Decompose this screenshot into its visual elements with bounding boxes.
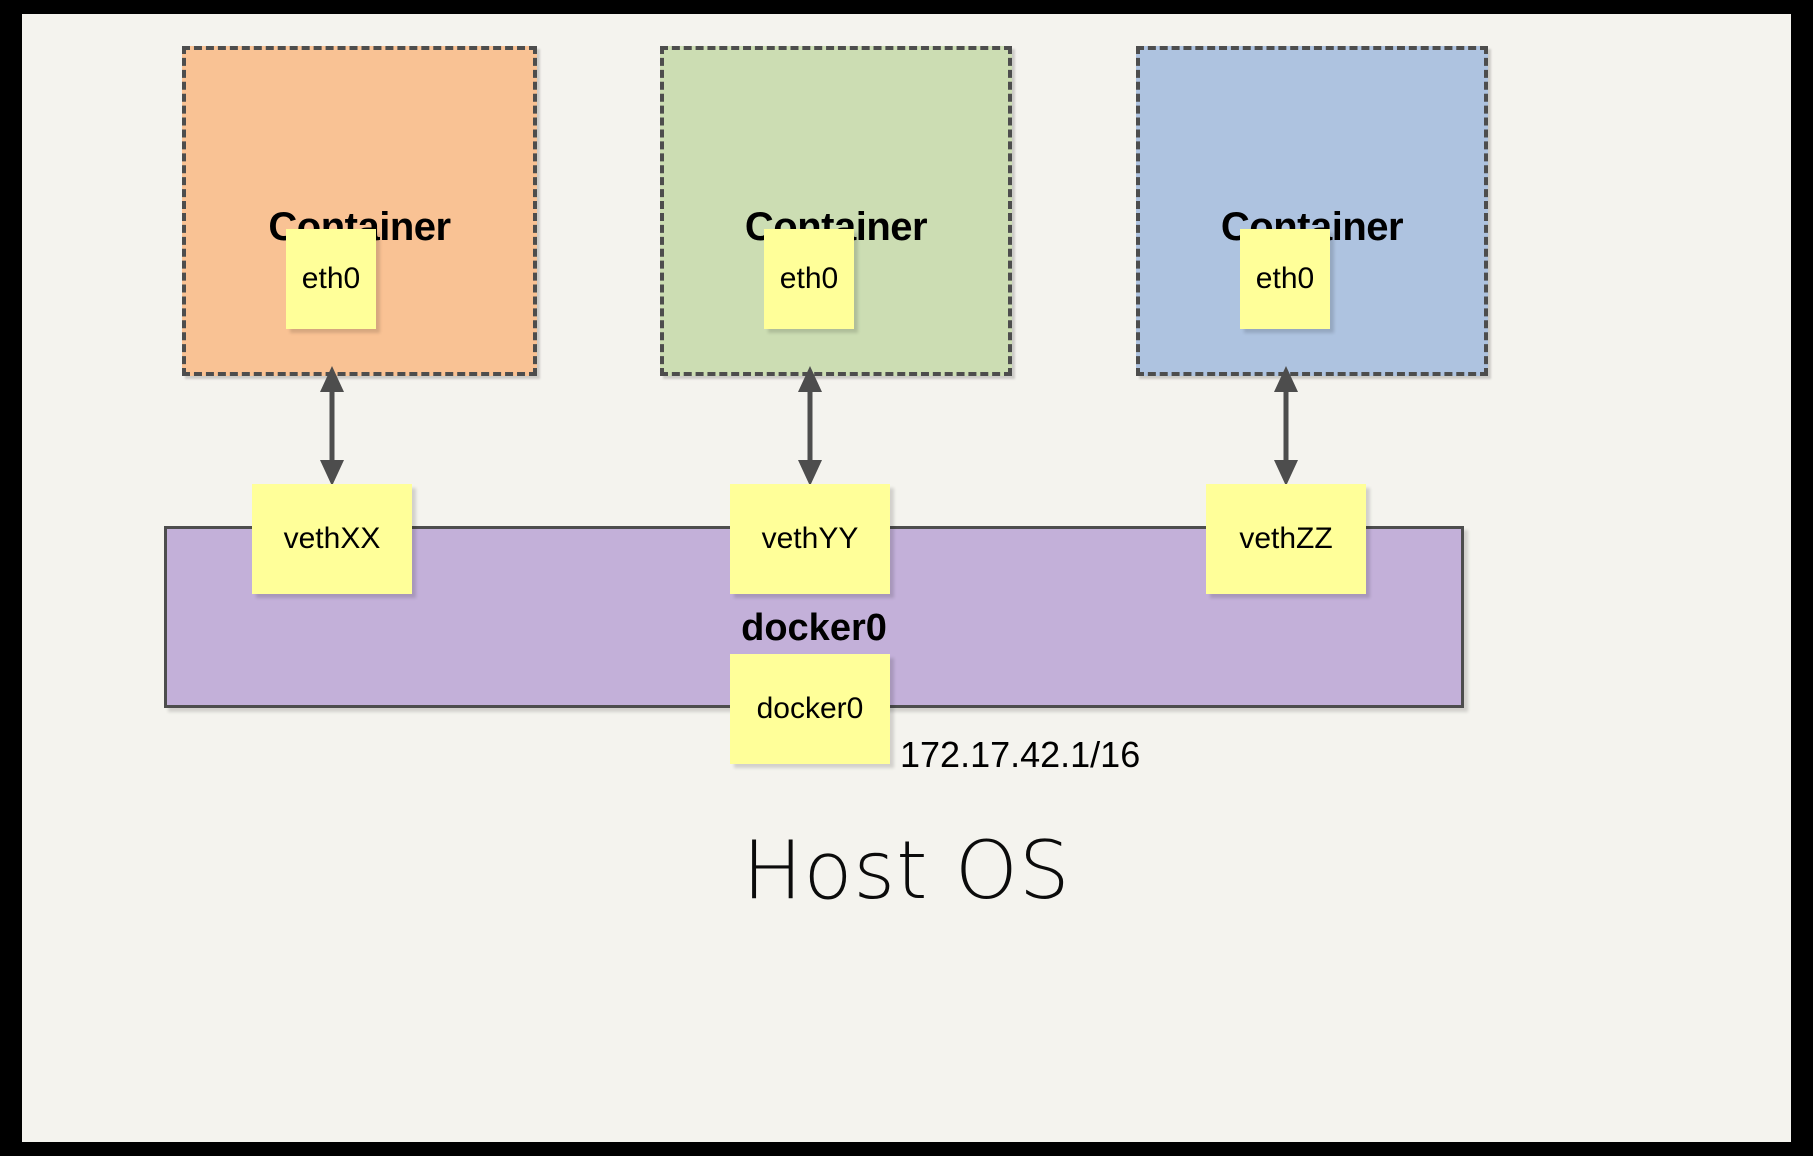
docker0-bridge-label: docker0 <box>741 607 887 649</box>
veth-link-arrow-3 <box>1274 366 1298 486</box>
veth-link-arrow-1 <box>320 366 344 486</box>
container-eth0-box-3: eth0 <box>1240 229 1330 329</box>
docker0-interface-box: docker0 <box>730 654 890 764</box>
veth-box-3: vethZZ <box>1206 484 1366 594</box>
veth-box-2: vethYY <box>730 484 890 594</box>
diagram-stage: Container eth0 vethXX Container eth0 vet… <box>22 14 1791 1142</box>
host-os-label: Host OS <box>742 824 1071 917</box>
veth-link-arrow-2 <box>798 366 822 486</box>
veth-box-1: vethXX <box>252 484 412 594</box>
container-eth0-box-1: eth0 <box>286 229 376 329</box>
container-eth0-box-2: eth0 <box>764 229 854 329</box>
docker0-ip-label: 172.17.42.1/16 <box>900 734 1141 775</box>
